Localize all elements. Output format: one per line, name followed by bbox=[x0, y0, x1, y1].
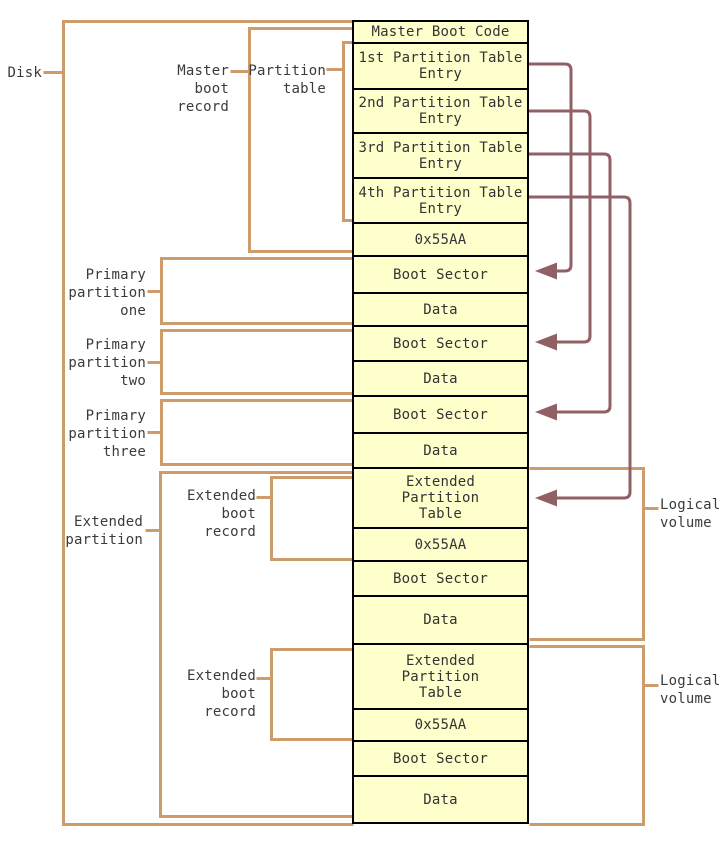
disk-label: Disk bbox=[7, 65, 42, 81]
row-partition-table-entry-1: 1st Partition Table Entry bbox=[354, 42, 527, 88]
row-extended-partition-table-1: Extended Partition Table bbox=[354, 467, 527, 527]
bracket-group bbox=[43, 20, 659, 826]
arrow-group bbox=[527, 62, 632, 500]
extended-boot-record-1-label: Extended boot record bbox=[186, 488, 256, 540]
arrowhead-boot-sector3 bbox=[535, 403, 557, 421]
arrow-entry3-to-boot-sector3 bbox=[527, 152, 612, 414]
arrowhead-group bbox=[535, 262, 557, 507]
row-boot-sector-logical-2: Boot Sector bbox=[354, 740, 527, 775]
extended-partition-label: Extended partition bbox=[65, 514, 143, 548]
master-boot-record-label: Master boot record bbox=[177, 63, 229, 115]
primary-partition-two-bracket bbox=[160, 329, 354, 395]
logical-volume-1-label: Logical volume bbox=[660, 497, 720, 531]
row-boot-sector-primary-3: Boot Sector bbox=[354, 395, 527, 432]
primary-partition-three-bracket bbox=[160, 399, 354, 466]
row-partition-table-entry-2: 2nd Partition Table Entry bbox=[354, 88, 527, 132]
primary-partition-two-label: Primary partition two bbox=[68, 337, 146, 389]
arrowhead-boot-sector2 bbox=[535, 333, 557, 351]
row-partition-table-entry-4: 4th Partition Table Entry bbox=[354, 177, 527, 222]
partition-table-label: Partition table bbox=[248, 63, 326, 97]
logical-volume-2-label: Logical volume bbox=[660, 673, 720, 707]
row-boot-sector-primary-1: Boot Sector bbox=[354, 255, 527, 292]
row-boot-sector-logical-1: Boot Sector bbox=[354, 560, 527, 595]
primary-partition-one-bracket bbox=[160, 257, 354, 325]
logical-volume-2-bracket bbox=[529, 645, 645, 826]
row-boot-signature-2: 0x55AA bbox=[354, 527, 527, 560]
extended-boot-record-1-bracket bbox=[270, 476, 354, 561]
logical-volume-1-bracket bbox=[529, 467, 645, 641]
arrow-entry1-to-boot-sector1 bbox=[527, 62, 573, 273]
primary-partition-three-label: Primary partition three bbox=[68, 408, 146, 460]
row-boot-signature-1: 0x55AA bbox=[354, 222, 527, 255]
primary-partition-one-label: Primary partition one bbox=[68, 267, 146, 319]
row-data-logical-2: Data bbox=[354, 775, 527, 822]
row-data-primary-1: Data bbox=[354, 292, 527, 325]
partition-table-bracket bbox=[342, 41, 354, 222]
row-master-boot-code: Master Boot Code bbox=[354, 22, 527, 42]
row-data-logical-1: Data bbox=[354, 595, 527, 643]
extended-partition-bracket bbox=[159, 471, 354, 818]
row-data-primary-3: Data bbox=[354, 432, 527, 467]
row-boot-signature-3: 0x55AA bbox=[354, 708, 527, 740]
master-boot-record-bracket bbox=[248, 27, 354, 253]
row-boot-sector-primary-2: Boot Sector bbox=[354, 325, 527, 360]
arrow-entry4-to-extended-table1 bbox=[527, 195, 632, 500]
arrowhead-boot-sector1 bbox=[535, 262, 557, 280]
arrowhead-extended-table1 bbox=[535, 489, 557, 507]
row-partition-table-entry-3: 3rd Partition Table Entry bbox=[354, 132, 527, 177]
arrow-entry2-to-boot-sector2 bbox=[527, 109, 592, 344]
row-extended-partition-table-2: Extended Partition Table bbox=[354, 643, 527, 708]
row-data-primary-2: Data bbox=[354, 360, 527, 395]
disk-sector-column: Master Boot Code 1st Partition Table Ent… bbox=[352, 20, 529, 824]
disk-bracket bbox=[62, 20, 354, 826]
extended-boot-record-2-bracket bbox=[270, 648, 354, 741]
extended-boot-record-2-label: Extended boot record bbox=[186, 668, 256, 720]
